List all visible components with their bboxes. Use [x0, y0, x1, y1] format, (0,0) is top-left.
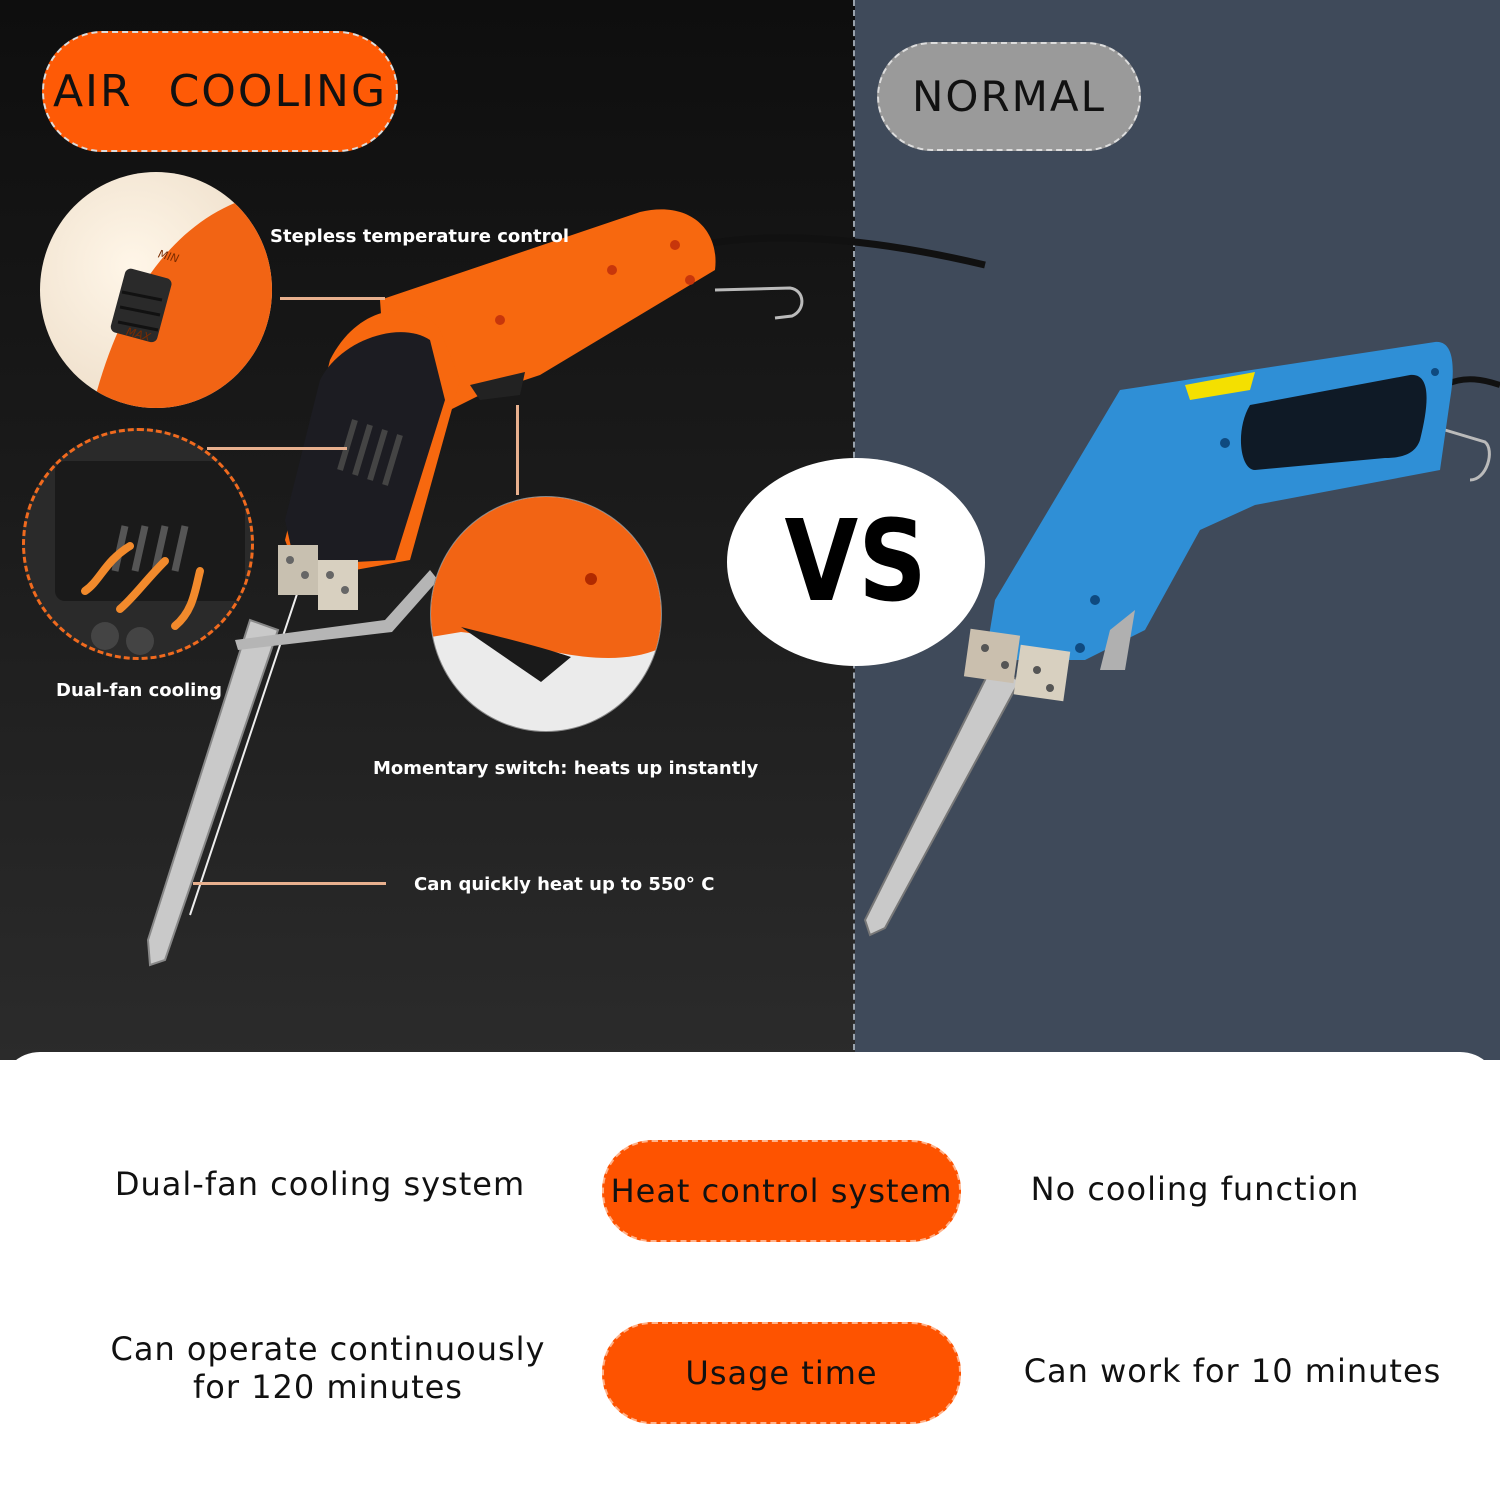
- vs-label: VS: [784, 497, 928, 627]
- comparison-card: [0, 1052, 1500, 1500]
- feature-pill-heat-control: Heat control system: [602, 1140, 961, 1242]
- momentary-switch-label: Momentary switch: heats up instantly: [373, 758, 759, 779]
- left-row2-text: Can operate continuously for 120 minutes: [110, 1330, 546, 1406]
- temperature-leader-line: [280, 297, 385, 300]
- vs-badge: VS: [727, 458, 985, 666]
- feature-pill-usage-time: Usage time: [602, 1322, 961, 1424]
- normal-badge: NORMAL: [877, 42, 1141, 151]
- momentary-switch-closeup: [430, 496, 662, 732]
- air-cooling-badge: AIR COOLING: [42, 31, 398, 152]
- dual-fan-closeup: [22, 428, 254, 660]
- switch-leader-line: [516, 405, 519, 495]
- left-row1-text: Dual-fan cooling system: [114, 1165, 526, 1203]
- normal-hot-knife-image: [863, 341, 1500, 937]
- heat-leader-line: [193, 882, 386, 885]
- temperature-dial-closeup: MIN MAX: [40, 172, 272, 408]
- right-row1-text: No cooling function: [1030, 1170, 1360, 1208]
- dual-fan-label: Dual-fan cooling: [56, 680, 223, 701]
- fan-leader-line: [207, 447, 347, 450]
- right-row2-text: Can work for 10 minutes: [1023, 1352, 1442, 1390]
- air-cooling-hot-knife-image: [146, 209, 986, 967]
- heat-up-label: Can quickly heat up to 550° C: [414, 874, 715, 895]
- temperature-control-label: Stepless temperature control: [270, 226, 570, 247]
